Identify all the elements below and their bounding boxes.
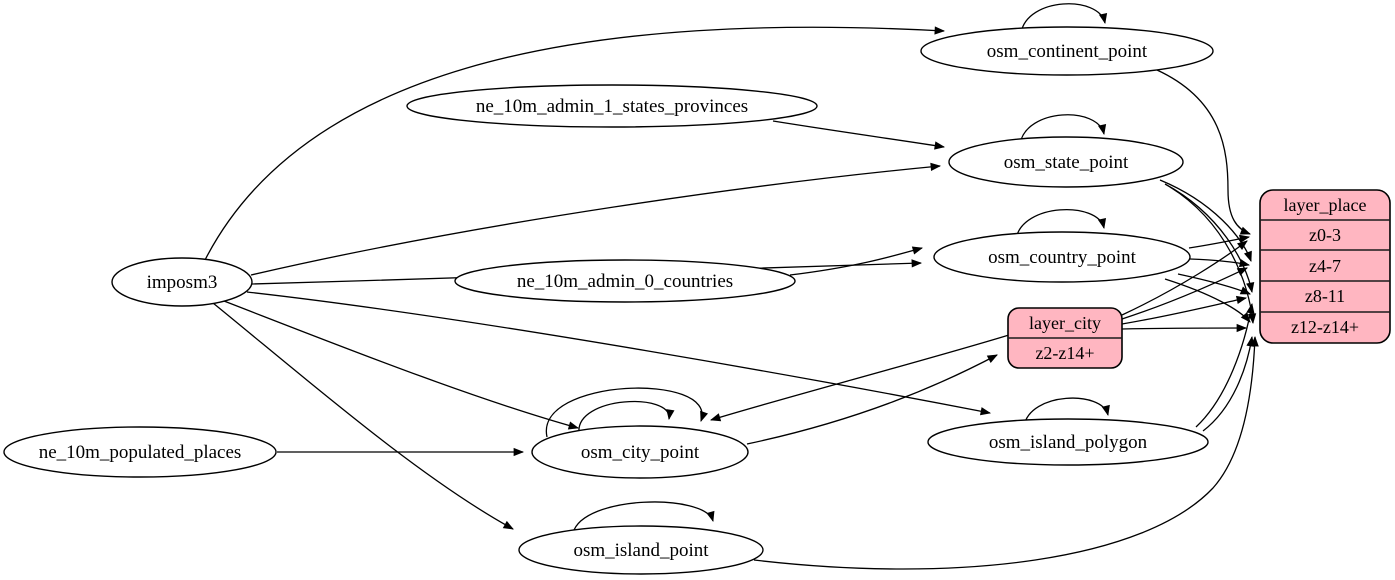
node-ne0-label: ne_10m_admin_0_countries <box>517 271 733 292</box>
edge-osm-state-point-z4-7 <box>1159 179 1252 262</box>
node-island-point-shape <box>518 525 764 575</box>
record-layer-place: layer_place z0-3 z4-7 z8-11 z12-z14+ <box>1259 189 1391 344</box>
node-osm-state-point: osm_state_point <box>948 136 1184 188</box>
node-continent-label: osm_continent_point <box>987 41 1148 62</box>
edge-osm-island-point-z12-z14 <box>753 335 1259 570</box>
edge-group <box>204 3 1259 570</box>
node-imposm3-label: imposm3 <box>147 272 218 293</box>
node-osm-country-point: osm_country_point <box>933 231 1191 283</box>
edge-ne1-states-osm-state-point <box>772 120 946 150</box>
edge-layer-city-z8-11 <box>1121 295 1248 325</box>
node-ne1-shape <box>406 84 818 128</box>
node-ne0-shape <box>454 259 796 303</box>
node-osm-island-polygon: osm_island_polygon <box>927 418 1209 466</box>
node-ne-pop-label: ne_10m_populated_places <box>39 442 242 463</box>
record-layer-city-row-z2-z14: z2-z14+ <box>1035 343 1094 363</box>
node-island-point-label: osm_island_point <box>573 540 709 561</box>
node-ne-pop-shape <box>3 426 277 478</box>
edge-osm-country-point-z0-3 <box>1188 234 1251 249</box>
node-ne-10m-admin-0-countries: ne_10m_admin_0_countries <box>454 259 796 303</box>
self-loop-osm-island-point <box>572 501 715 534</box>
node-ne-10m-admin-1-states-provinces: ne_10m_admin_1_states_provinces <box>406 84 818 128</box>
edge-imposm3-osm-city-point <box>223 300 580 430</box>
edge-osm-country-point-z4-7 <box>1189 258 1251 268</box>
node-ne1-label: ne_10m_admin_1_states_provinces <box>476 96 748 117</box>
edge-osm-country-point-z8-11 <box>1177 273 1251 295</box>
record-layer-place-box <box>1259 189 1391 344</box>
edge-imposm3-osm-island-polygon <box>246 291 992 416</box>
edge-ne0-countries-osm-country-point <box>789 246 924 276</box>
edge-imposm3-osm-island-point <box>212 302 514 530</box>
record-layer-city-title: layer_city <box>1029 313 1101 333</box>
self-loop-osm-state-point <box>1019 114 1107 145</box>
node-imposm3-shape <box>111 257 253 307</box>
edge-osm-continent-point-z0-3 <box>1156 69 1251 235</box>
edge-imposm3-osm-continent-point <box>204 26 946 261</box>
edge-osm-city-point-layer-city <box>746 354 998 445</box>
node-imposm3: imposm3 <box>111 257 253 307</box>
node-ne-10m-populated-places: ne_10m_populated_places <box>3 426 277 478</box>
record-layer-place-row-z0-3: z0-3 <box>1309 225 1341 245</box>
node-city-shape <box>531 425 749 479</box>
node-continent-shape <box>920 26 1214 76</box>
node-osm-island-point: osm_island_point <box>518 525 764 575</box>
node-state-shape <box>948 136 1184 188</box>
edge-osm-country-point-z12-z14 <box>1164 278 1251 323</box>
record-layer-place-row-z4-7: z4-7 <box>1309 256 1341 276</box>
edge-imposm3-osm-state-point <box>250 162 942 276</box>
self-loop-osm-city-point-outer <box>545 387 708 438</box>
self-loop-osm-island-polygon <box>1023 397 1110 427</box>
self-loop-osm-country-point <box>1015 209 1107 240</box>
record-layer-place-title: layer_place <box>1284 195 1367 215</box>
record-layer-city: layer_city z2-z14+ <box>1007 307 1123 369</box>
self-loop-osm-continent-point <box>1020 3 1108 34</box>
node-city-label: osm_city_point <box>581 442 700 463</box>
edge-layer-city-osm-city-point <box>710 334 1010 422</box>
node-state-label: osm_state_point <box>1004 152 1129 173</box>
node-country-shape <box>933 231 1191 283</box>
node-osm-city-point: osm_city_point <box>531 425 749 479</box>
edge-layer-city-z12-z14 <box>1121 323 1248 333</box>
record-layer-place-row-z12-z14: z12-z14+ <box>1291 317 1359 337</box>
record-layer-place-row-z8-11: z8-11 <box>1305 286 1345 306</box>
edge-osm-island-polygon-z12-z14 <box>1202 335 1255 432</box>
edge-osm-island-polygon-z8-11 <box>1195 302 1255 428</box>
edge-layer-city-z4-7 <box>1121 267 1248 320</box>
edge-layer-city-z0-3 <box>1121 240 1248 316</box>
node-island-polygon-label: osm_island_polygon <box>989 432 1148 453</box>
self-loop-osm-city-point-inner <box>578 400 675 434</box>
node-island-polygon-shape <box>927 418 1209 466</box>
node-country-label: osm_country_point <box>988 247 1136 268</box>
node-osm-continent-point: osm_continent_point <box>920 26 1214 76</box>
